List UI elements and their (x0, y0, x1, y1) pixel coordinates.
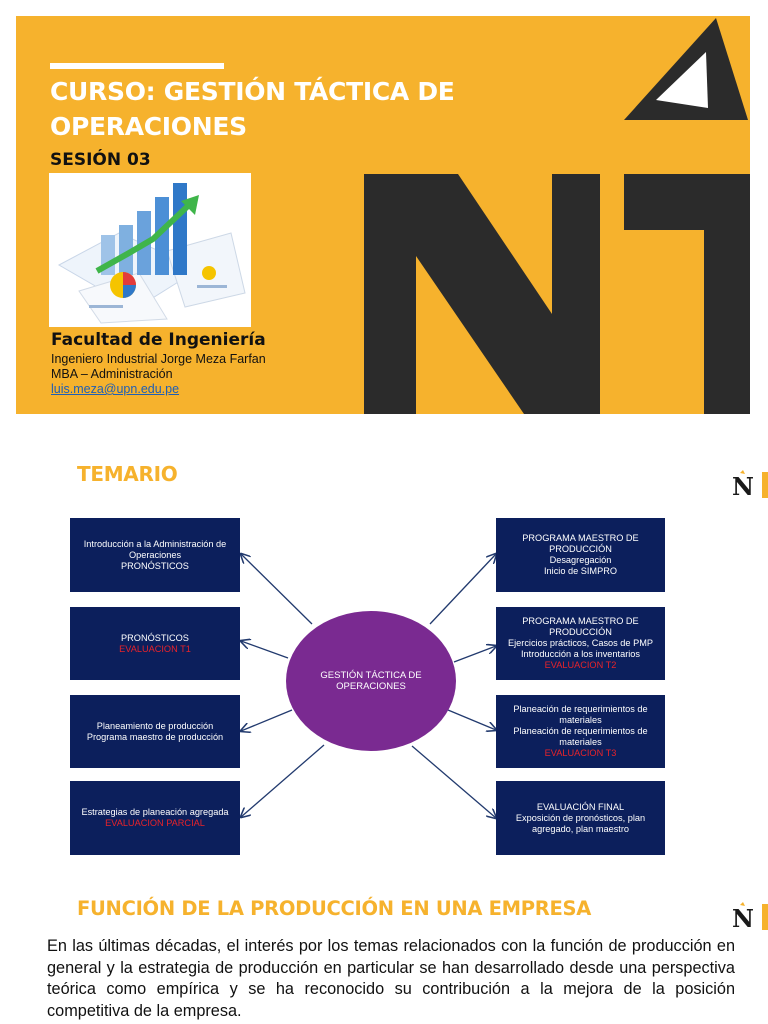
topic-node-right-3: Planeación de requerimientos de material… (496, 695, 665, 768)
topic-line: Estrategias de planeación agregada (81, 807, 229, 817)
topic-line: Introducción a la Administración de Oper… (83, 538, 227, 560)
topic-line: Exposición de pronósticos, plan agregado… (515, 812, 646, 834)
upn-logo (356, 16, 750, 414)
topic-node-left-2: PRONÓSTICOS EVALUACION T1 (70, 607, 240, 680)
topic-line: Inicio de SIMPRO (543, 566, 617, 576)
topic-line: Desagregación (549, 555, 612, 565)
evaluation-label: EVALUACION T1 (119, 643, 191, 654)
course-title: CURSO: GESTIÓN TÁCTICA DE OPERACIONES (50, 77, 455, 141)
evaluation-label: EVALUACION PARCIAL (105, 818, 205, 828)
topic-node-right-2: PROGRAMA MAESTRO DE PRODUCCIÓN Ejercicio… (496, 607, 665, 680)
topic-node-left-4: Estrategias de planeación agregada EVALU… (70, 781, 240, 855)
topic-line: Introducción a los inventarios (521, 649, 640, 659)
topic-node-left-3: Planeamiento de producción Programa maes… (70, 695, 240, 768)
evaluation-label: EVALUACION T2 (544, 660, 617, 670)
topic-line: EVALUACIÓN FINAL (536, 801, 625, 812)
title-accent-bar (50, 63, 224, 69)
faculty-name: Facultad de Ingeniería (51, 330, 266, 350)
upn-mini-logo: N (732, 470, 768, 498)
mind-map-connectors (0, 440, 768, 880)
cover-slide: CURSO: GESTIÓN TÁCTICA DE OPERACIONES SE… (16, 16, 750, 414)
topic-line: Ejercicios prácticos, Casos de PMP (507, 638, 653, 648)
topic-line: Planeación de requerimientos de material… (513, 704, 648, 725)
topic-line: Planeamiento de producción (96, 720, 214, 731)
topic-node-right-1: PROGRAMA MAESTRO DE PRODUCCIÓN Desagrega… (496, 518, 665, 592)
production-function-paragraph: En las últimas décadas, el interés por l… (47, 937, 735, 1020)
evaluation-label: EVALUACION T3 (544, 748, 617, 758)
instructor-degree: MBA – Administración (51, 367, 173, 381)
session-label: SESIÓN 03 (50, 150, 151, 170)
topic-line: Planeación de requerimientos de material… (513, 726, 648, 747)
production-function-title: FUNCIÓN DE LA PRODUCCIÓN EN UNA EMPRESA (77, 897, 592, 920)
upn-mini-logo: N (732, 902, 768, 930)
central-topic-circle: GESTIÓN TÁCTICA DE OPERACIONES (286, 611, 456, 751)
business-charts-photo (49, 173, 251, 327)
instructor-email-link[interactable]: luis.meza@upn.edu.pe (51, 382, 180, 396)
svg-text:N: N (732, 904, 754, 930)
topic-line: PRONÓSTICOS (121, 632, 189, 643)
production-function-slide: FUNCIÓN DE LA PRODUCCIÓN EN UNA EMPRESA … (0, 880, 768, 1024)
topic-node-right-4: EVALUACIÓN FINAL Exposición de pronóstic… (496, 781, 665, 855)
topic-line: PROGRAMA MAESTRO DE PRODUCCIÓN (522, 533, 639, 554)
topic-node-left-1: Introducción a la Administración de Oper… (70, 518, 240, 592)
topic-line: PROGRAMA MAESTRO DE PRODUCCIÓN (522, 616, 639, 637)
syllabus-title: TEMARIO (77, 462, 178, 486)
topic-line: PRONÓSTICOS (121, 560, 189, 571)
svg-text:N: N (732, 472, 754, 498)
syllabus-slide: TEMARIO N GESTIÓN TÁCTICA DE OPERACIONES… (0, 440, 768, 880)
topic-line: Programa maestro de producción (86, 731, 224, 742)
instructor-name: Ingeniero Industrial Jorge Meza Farfan (51, 352, 266, 366)
